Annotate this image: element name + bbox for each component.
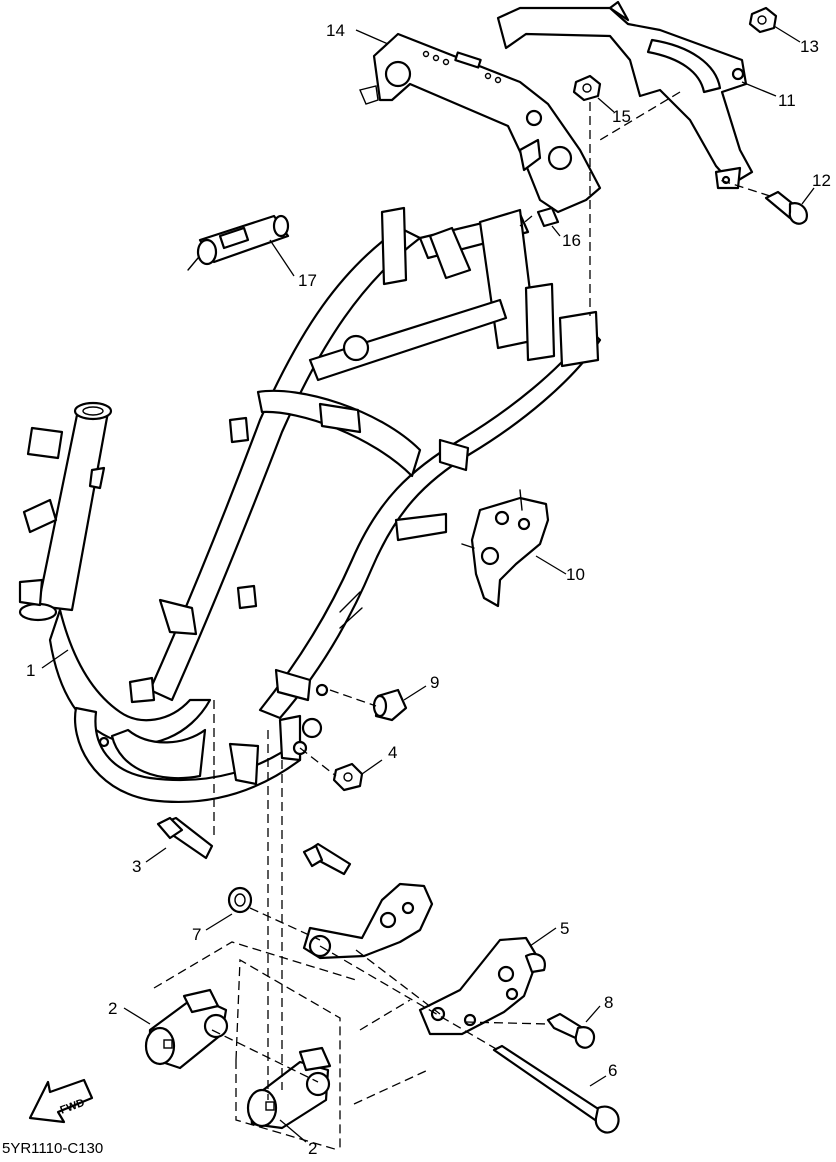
engine-mount-part-2-lower [246, 1046, 332, 1130]
callout-14: 14 [326, 21, 345, 40]
callout-labels: 1 2 2 3 4 5 6 7 8 9 10 11 12 13 14 15 16… [26, 21, 831, 1158]
callout-2-lower: 2 [308, 1139, 317, 1157]
callout-11: 11 [778, 91, 796, 110]
main-frame-part-1 [18, 206, 602, 803]
callout-12: 12 [812, 171, 831, 190]
callout-8: 8 [604, 993, 613, 1012]
callout-4: 4 [388, 743, 397, 762]
rear-carrier-part-11 [496, 0, 754, 190]
leader-lines [41, 25, 815, 1143]
nut-part-15 [572, 74, 602, 102]
assembly-lines [153, 91, 771, 1151]
nut-part-13 [748, 6, 778, 34]
long-bolt-part-6 [492, 1044, 620, 1134]
engine-mount-part-2-upper [144, 988, 229, 1070]
bolt-part-8 [546, 1012, 596, 1049]
bracket-plate-part-10 [461, 489, 550, 608]
callout-5: 5 [560, 919, 569, 938]
rear-bracket-part-14 [359, 32, 602, 214]
callout-1: 1 [26, 661, 35, 680]
forward-direction-arrow: FWD [28, 1078, 94, 1124]
callout-16: 16 [562, 231, 581, 250]
callout-3: 3 [132, 857, 141, 876]
engine-bracket-part-5 [302, 882, 546, 1036]
collar-part-7 [227, 886, 253, 914]
bushing-part-9 [372, 688, 408, 722]
callout-6: 6 [608, 1061, 617, 1080]
bolt-upper-link [302, 842, 352, 876]
bolt-part-3 [156, 816, 214, 860]
bolt-part-12 [764, 190, 808, 225]
callout-7: 7 [192, 925, 201, 944]
callout-10: 10 [566, 565, 585, 584]
callout-2-upper: 2 [108, 999, 117, 1018]
tube-part-17 [187, 214, 290, 271]
callout-17: 17 [298, 271, 317, 290]
diagram-code: 5YR1110-C130 [2, 1140, 103, 1157]
clip-part-16 [536, 206, 560, 228]
callout-15: 15 [612, 107, 631, 126]
callout-9: 9 [430, 673, 439, 692]
nut-part-4 [332, 762, 364, 792]
callout-13: 13 [800, 37, 819, 56]
